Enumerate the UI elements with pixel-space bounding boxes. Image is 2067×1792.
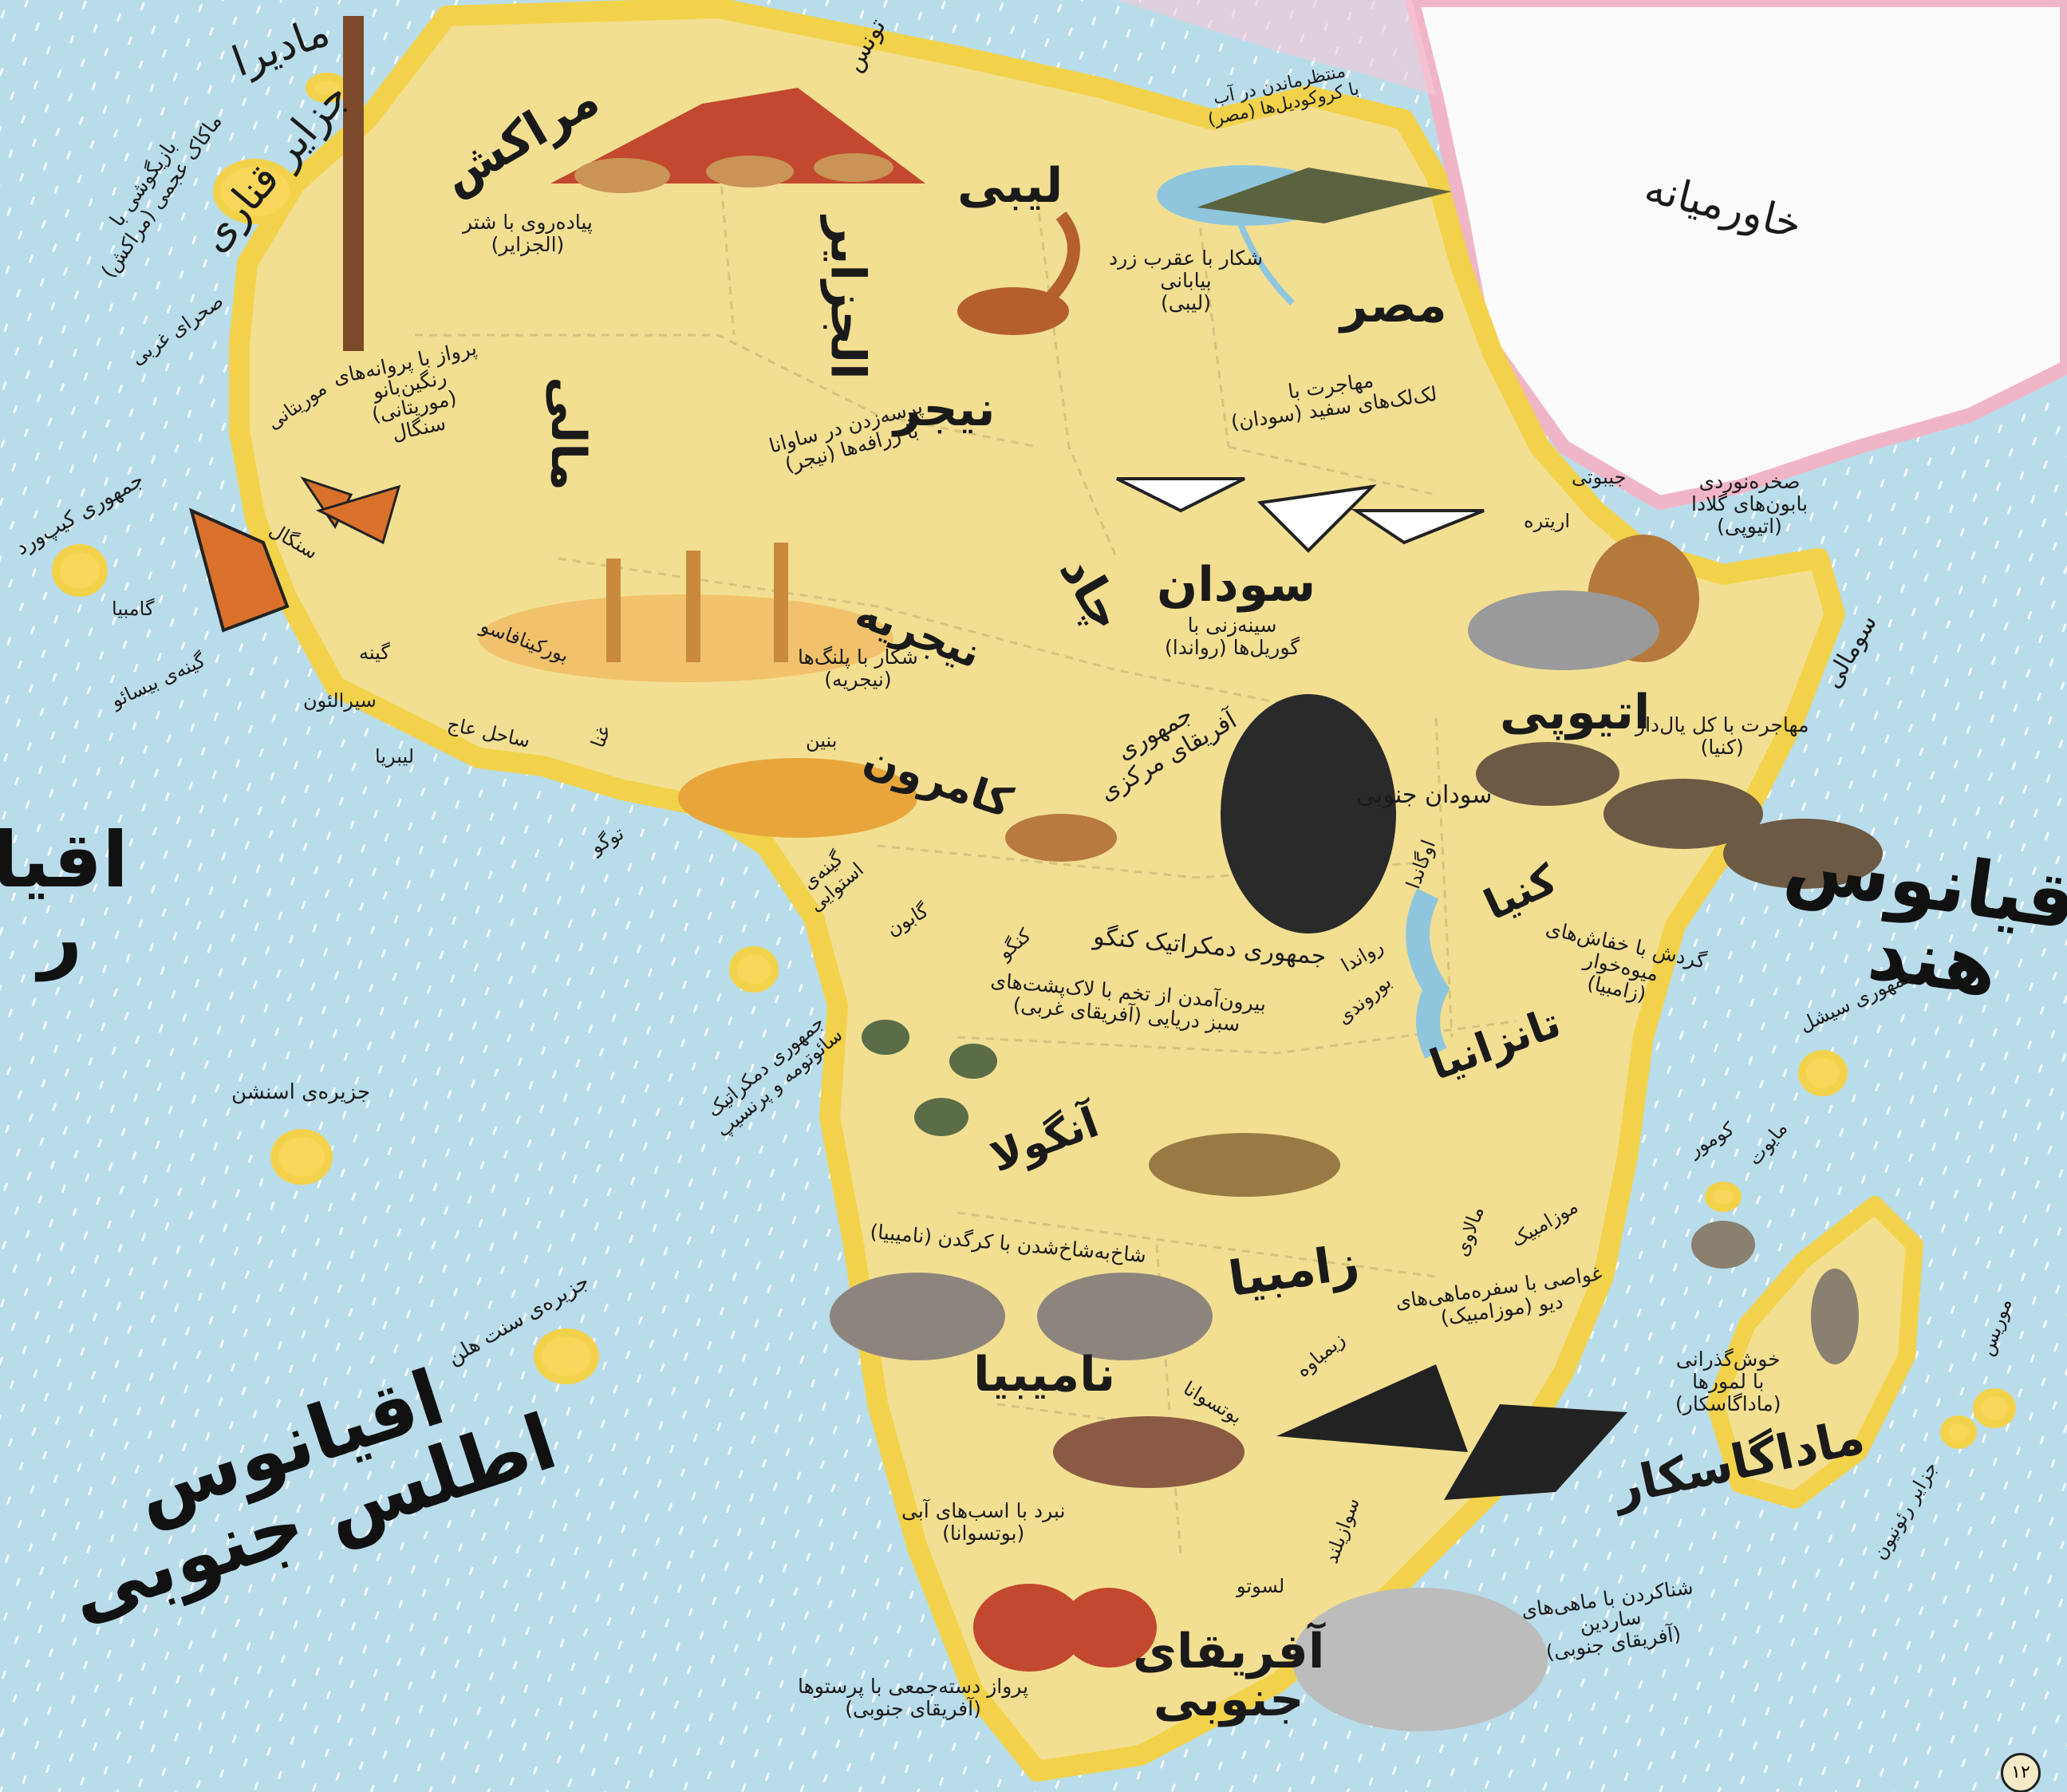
gorilla-illustration	[1221, 694, 1396, 933]
page-number: ۱۲	[2001, 1753, 2041, 1792]
country-niger: نیجر	[893, 381, 996, 437]
stork-illustration	[1116, 477, 1485, 553]
country-south-sudan: سودان جنوبی	[1356, 781, 1493, 809]
lemur-illustration	[1691, 1221, 1859, 1364]
caption-gorilla: سینه‌زنی با گوریل‌ها (رواندا)	[1165, 614, 1300, 659]
antelope-illustration	[1005, 814, 1117, 862]
caption-swallow: پرواز دسته‌جمعی با پرستوها (آفریقای جنوب…	[798, 1675, 1029, 1720]
wildebeest-illustration	[1476, 742, 1883, 889]
turtle-illustration	[862, 1020, 997, 1136]
country-ethiopia: اتیوپی	[1500, 685, 1651, 740]
country-mali: مالی	[540, 377, 597, 491]
country-djibouti: جیبوتی	[1572, 466, 1627, 488]
rhino-illustration	[830, 1273, 1213, 1360]
crocodile-illustration	[1197, 168, 1452, 223]
country-namibia: نامیبیا	[973, 1347, 1116, 1403]
camel-illustration	[550, 88, 925, 193]
sardine-illustration	[1292, 1588, 1548, 1731]
sao-tome-island	[729, 946, 779, 993]
mauritius-island	[1973, 1388, 2016, 1428]
comoros-island	[1705, 1182, 1742, 1212]
country-south-africa: آفریقای جنوبی	[1133, 1624, 1325, 1727]
leopard-illustration	[678, 758, 917, 838]
caption-wildebeest: مهاجرت با کل یال‌دار (کنیا)	[1635, 713, 1809, 759]
reunion-island	[1940, 1415, 1977, 1449]
ascension-island	[270, 1129, 333, 1185]
middle-east-region	[1404, 0, 2067, 511]
atlantic-ocean-partial-label: اقیا ر	[0, 815, 128, 981]
canary-islands	[213, 159, 298, 224]
country-lesotho: لسوتو	[1237, 1575, 1285, 1597]
giraffe-illustration	[479, 543, 893, 682]
swallow-illustration	[973, 1584, 1157, 1672]
caption-lemur: خوش‌گذرانی با لمورها (ماداگاسکار)	[1675, 1348, 1781, 1415]
country-sierra-leone: سیرالئون	[303, 689, 377, 712]
cape-verde-islands	[52, 544, 108, 597]
caption-hippo: نبرد با اسب‌های آبی (بوتسوانا)	[901, 1499, 1066, 1545]
country-liberia: لیبریا	[375, 745, 415, 768]
seychelles-island	[1798, 1050, 1848, 1096]
country-gambia: گامبیا	[112, 598, 155, 620]
caption-leopard: شکار با پلنگ‌ها (نیجریه)	[798, 645, 918, 691]
hippo-illustration	[1053, 1416, 1245, 1488]
country-egypt: مصر	[1340, 278, 1447, 334]
country-libya: لیبی	[957, 158, 1063, 214]
caption-scorpion: شکار با عقرب زرد بیابانی (لیبی)	[1109, 247, 1264, 314]
gelada-illustration	[1468, 535, 1699, 670]
country-sudan: سودان	[1157, 557, 1316, 613]
island-ascension: جزیره‌ی اسنشن	[231, 1080, 371, 1104]
madagascar-land	[1706, 1196, 1923, 1509]
country-benin: بنین	[806, 729, 838, 752]
country-guinea: گینه	[359, 641, 390, 664]
tree-illustration	[343, 16, 364, 351]
caption-camel: پیاده‌روی با شتر (الجزایر)	[463, 211, 593, 256]
country-eritrea: اریتره	[1524, 510, 1570, 532]
butterfly-illustration	[188, 476, 401, 633]
caption-gelada: صخره‌نوردی بابون‌های گلادا (اتیوپی)	[1691, 470, 1809, 538]
saint-helena-island	[534, 1328, 599, 1384]
manta-illustration	[1276, 1364, 1627, 1500]
bat-illustration	[1149, 1133, 1340, 1197]
country-algeria: الجزایر	[819, 216, 876, 380]
scorpion-illustration	[957, 211, 1080, 335]
